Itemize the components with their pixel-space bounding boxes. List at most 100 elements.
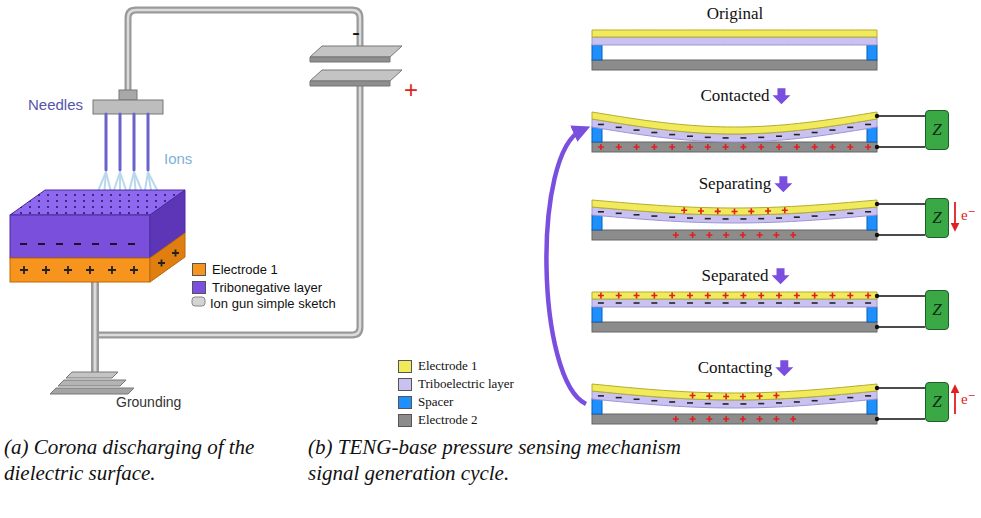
positive-charge [616,293,622,299]
legend-item: Triboelectric layer [398,376,514,392]
positive-charge [757,232,763,238]
terminal-dot [875,233,879,237]
illustration-part [106,114,148,170]
positive-charge [651,144,657,150]
legend-text: Triboelectric layer [418,376,514,392]
negative-charge [634,302,640,304]
positive-charge [616,144,622,150]
positive-charge [794,293,800,299]
illustration-part [20,250,179,275]
positive-charge [723,144,729,150]
negative-charge [794,216,800,218]
current-arrow [954,386,956,414]
electrode-1 [592,200,877,215]
spacer [867,127,877,142]
spacer [592,215,602,230]
negative-charge [758,302,764,304]
positive-charge [723,232,729,238]
positive-charge [705,293,711,299]
polarity-sign: + [404,76,418,105]
electrode-1 [592,384,877,400]
legend-text: Electrode 1 [418,358,478,374]
negative-charge [651,215,657,217]
negative-charge [651,400,657,402]
load-label: Z [932,208,941,228]
positive-charge [681,207,687,213]
negative-charge [740,302,746,304]
load-label: Z [932,392,941,412]
step-arrow [772,268,790,284]
positive-charge [740,393,746,399]
positive-charge [732,209,738,215]
positive-charge [773,232,779,238]
electrode-2 [592,142,877,152]
spacer [867,399,877,414]
positive-charge [740,232,746,238]
legend-item: Tribonegative layer [192,280,322,295]
positive-charge [723,393,729,399]
terminal-dot [875,294,879,298]
legend-text: Electrode 2 [418,412,478,428]
terminal-dot [875,114,879,118]
legend-text: Ion gun simple sketch [210,296,336,311]
electron-label: e⁻ [961,206,976,224]
teng-stack [592,292,925,332]
negative-charge [812,132,818,134]
positive-charge [723,293,729,299]
negative-charge [598,395,604,397]
cycle-arrow [546,130,586,404]
illustration-part [119,114,122,170]
illustration-part [10,258,150,282]
terminal-dot [875,417,879,421]
negative-charge [669,401,675,403]
negative-charge [723,403,729,405]
terminal-dot [875,202,879,206]
part-label: Ions [164,150,192,168]
polarity-sign: - [352,18,360,47]
positive-charge [705,144,711,150]
negative-charge [776,402,782,404]
electrode-1 [592,112,877,134]
negative-charge [740,218,746,220]
positive-charge [651,293,657,299]
wire [877,296,925,327]
illustration-part [91,282,99,372]
negative-charge [634,398,640,400]
negative-charge [829,129,835,131]
electrode-1 [592,30,877,37]
positive-charge [740,144,746,150]
negative-charge [847,302,853,304]
negative-charge [847,127,853,129]
legend-text: Spacer [418,394,453,410]
positive-charge [794,144,800,150]
positive-charge [847,144,853,150]
negative-charge [794,134,800,136]
negative-charge [705,218,711,220]
negative-charge [616,127,622,129]
negative-charge [865,302,871,304]
electron-label: e⁻ [961,390,976,408]
positive-charge [706,393,712,399]
triboelectric-layer [592,37,877,45]
negative-charge [758,137,764,139]
positive-charge [748,208,754,214]
legend-text: Tribonegative layer [212,280,322,295]
illustration-part [93,100,163,114]
step-arrow [774,176,792,192]
illustration-part [147,114,150,170]
positive-charge [669,293,675,299]
illustration-part [119,90,137,100]
part-label: Needles [28,96,83,114]
negative-charge [740,137,746,139]
negative-charge [794,302,800,304]
negative-charge [598,124,604,126]
stage-label: Contacting [698,358,773,378]
electrode-1 [592,292,877,299]
illustration-part [310,46,402,57]
positive-charge [687,144,693,150]
negative-charge [829,214,835,216]
illustration-part [310,70,402,81]
negative-charge [723,218,729,220]
terminal-dot [875,325,879,329]
wire [877,116,925,147]
